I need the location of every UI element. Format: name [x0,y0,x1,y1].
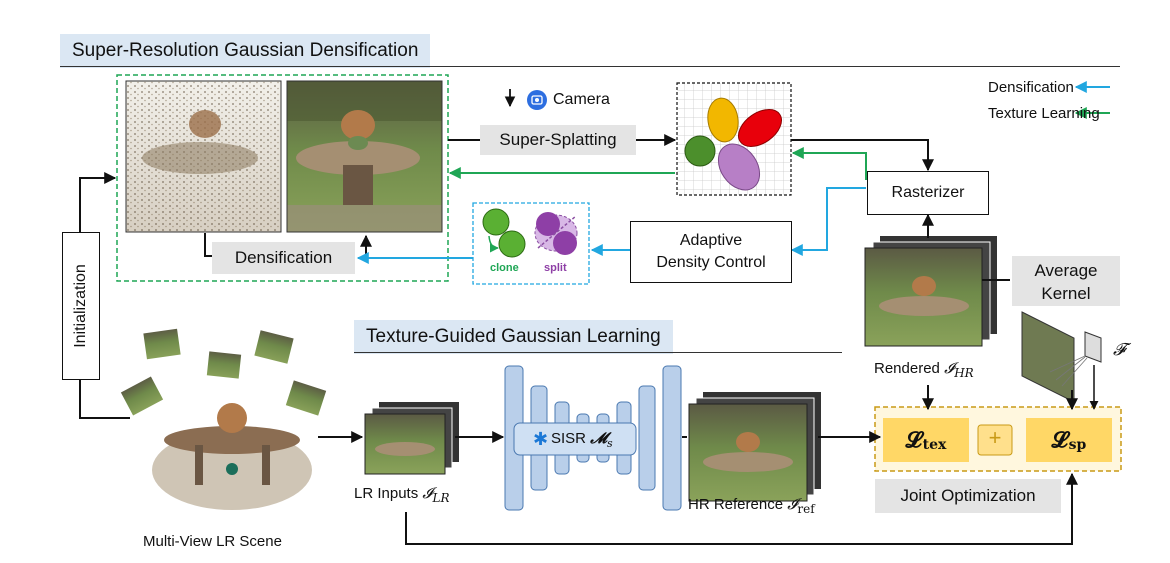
hr-reference-label: HR Reference 𝓘ref [688,495,815,516]
hr-reference-text: HR Reference [688,496,784,513]
lr-inputs-text: LR Inputs [354,485,419,502]
sisr-text: SISR [551,430,587,447]
divider-top [60,66,1120,67]
average-kernel-line1: Average [1034,261,1098,280]
lr-subscript: LR [432,491,450,505]
loss-tex-subscript: tex [922,437,947,453]
loss-sp-subscript: sp [1068,437,1087,453]
sparse-points-image [125,80,282,233]
feature-symbol: 𝓕 [1113,340,1126,360]
average-kernel-line2: Kernel [1041,284,1091,303]
split-label: split [544,262,567,274]
sisr-subscript: s [607,437,613,450]
hr-subscript: ref [797,502,815,516]
adaptive-density-control-box: Adaptive Density Control [630,221,792,283]
sisr-label: SISR 𝓜s [551,429,613,450]
multi-view-scene-image [118,326,329,510]
svg-text:✱: ✱ [533,429,548,449]
loss-tex-symbol: 𝓛 [905,427,922,453]
lr-symbol: 𝓘 [422,484,433,502]
clone-label: clone [490,262,519,274]
lr-inputs-label: LR Inputs 𝓘LR [354,484,450,505]
section-title-densification: Super-Resolution Gaussian Densification [60,34,431,68]
camera-label: Camera [553,91,610,108]
average-kernel-box: Average Kernel [1012,256,1120,306]
divider-mid [354,352,842,353]
adaptive-line1: Adaptive [679,232,743,249]
legend-densification: Densification [988,79,1074,96]
rasterizer-box: Rasterizer [867,171,989,215]
adaptive-line2: Density Control [656,254,766,271]
initialization-box: Initialization [62,232,100,380]
multi-view-scene-label: Multi-View LR Scene [143,533,282,550]
hr-symbol: 𝓘 [787,495,798,513]
legend-texture-learning: Texture Learning [988,105,1100,122]
rendered-symbol: 𝓘 [944,359,955,377]
initialization-label: Initialization [72,264,89,348]
rendered-subscript: HR [954,366,974,380]
section-title-texture: Texture-Guided Gaussian Learning [354,320,673,354]
rendered-label: Rendered 𝓘HR [874,359,974,380]
loss-sp-symbol: 𝓛 [1051,427,1068,453]
sisr-symbol: 𝓜 [590,429,607,447]
joint-optimization-box: Joint Optimization [875,479,1061,513]
rendered-text: Rendered [874,360,940,377]
dense-render-image [286,80,443,233]
super-splatting-box: Super-Splatting [480,125,636,155]
densification-box: Densification [212,242,355,274]
plus-sign: + [988,425,1002,450]
gaussian-ellipsoids-image [676,82,792,196]
